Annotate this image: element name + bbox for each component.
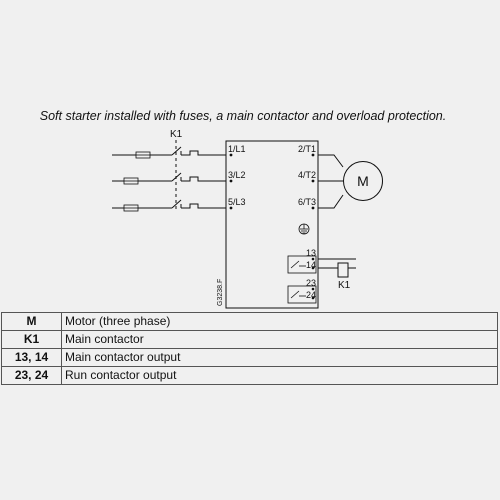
motor-wires <box>318 154 344 209</box>
terminal-23-label: 23 <box>306 278 316 288</box>
soft-starter-body <box>225 140 319 309</box>
k1-coil-circuit: K1 <box>318 258 356 291</box>
k1-label: K1 <box>170 129 183 140</box>
terminal-t1-label: 2/T1 <box>298 144 316 154</box>
terminal-14-label: 14 <box>306 260 316 270</box>
legend-description: Motor (three phase) <box>61 312 498 331</box>
relay-13-14: 13 14 <box>287 248 317 274</box>
fuse-l2 <box>112 177 172 185</box>
relay-23-24: 23 24 <box>287 278 317 304</box>
terminal-24-label: 24 <box>306 290 316 300</box>
legend-description: Main contactor output <box>61 348 498 367</box>
terminal-13-label: 13 <box>306 248 316 258</box>
output-terminals: 2/T1 4/T2 6/T3 <box>298 144 316 210</box>
legend-description: Main contactor <box>61 330 498 349</box>
main-contactor-k1: K1 <box>170 129 183 212</box>
terminal-l2-label: 3/L2 <box>228 170 246 180</box>
terminal-t2-label: 4/T2 <box>298 170 316 180</box>
fuse-l1 <box>112 151 172 159</box>
motor-label: M <box>357 173 369 189</box>
legend-symbol: K1 <box>1 330 62 349</box>
fuse-l3 <box>112 204 172 212</box>
input-terminals: 1/L1 3/L2 5/L3 <box>228 144 246 210</box>
earth-icon <box>298 223 310 235</box>
terminal-l3-label: 5/L3 <box>228 197 246 207</box>
figure-caption: Soft starter installed with fuses, a mai… <box>39 109 447 123</box>
k1-coil-label: K1 <box>338 280 351 291</box>
terminal-l1-label: 1/L1 <box>228 144 246 154</box>
legend-symbol: M <box>1 312 62 331</box>
legend-symbol: 23, 24 <box>1 366 62 385</box>
terminal-t3-label: 6/T3 <box>298 197 316 207</box>
legend-description: Run contactor output <box>61 366 498 385</box>
legend-symbol: 13, 14 <box>1 348 62 367</box>
drawing-reference: G3238.F <box>217 279 224 306</box>
overload-relay <box>181 150 226 209</box>
motor: M <box>343 161 383 201</box>
